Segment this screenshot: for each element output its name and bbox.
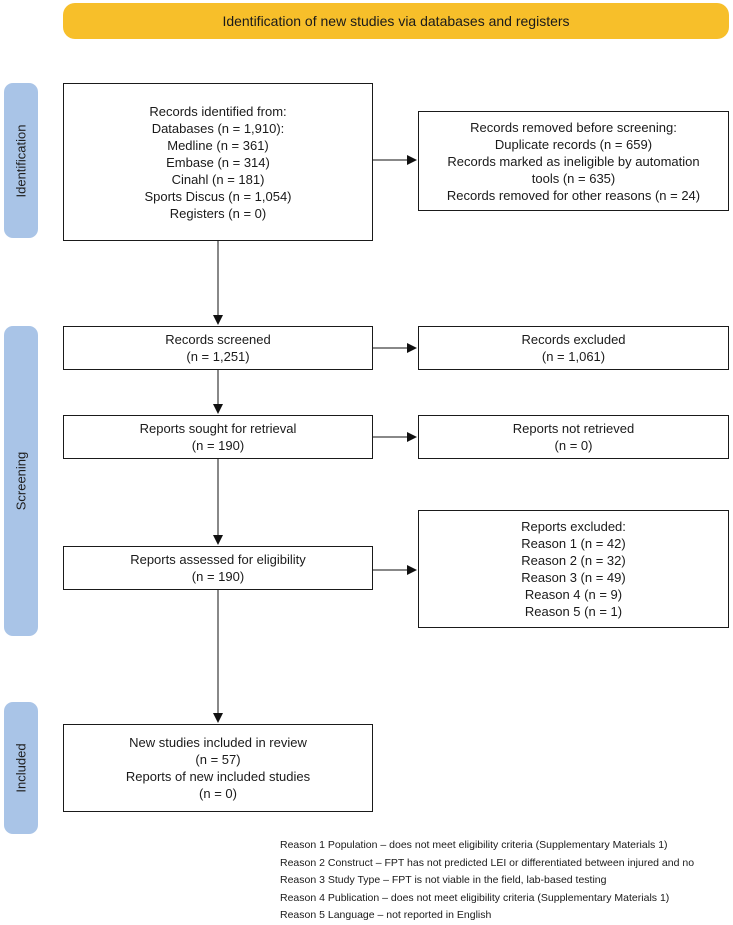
- studies-included-box: New studies included in review (n = 57) …: [63, 724, 373, 812]
- box-line: Reports sought for retrieval: [139, 421, 297, 436]
- reports-excluded-box: Reports excluded: Reason 1 (n = 42) Reas…: [418, 510, 729, 628]
- box-line: Cinahl (n = 181): [171, 171, 265, 187]
- box-line: Records screened: [165, 332, 271, 347]
- box-line: Duplicate records (n = 659): [494, 136, 653, 152]
- box-line: Reports of new included studies: [125, 769, 311, 784]
- reason-footnotes: Reason 1 Population – does not meet elig…: [280, 837, 733, 925]
- box-line: Records identified from:: [149, 103, 287, 119]
- records-excluded-box: Records excluded (n = 1,061): [418, 326, 729, 370]
- footnote-line: Reason 1 Population – does not meet elig…: [280, 839, 668, 851]
- records-removed-box: Records removed before screening: Duplic…: [418, 111, 729, 211]
- box-line: Registers (n = 0): [169, 205, 267, 221]
- box-line: Reason 1 (n = 42): [521, 536, 626, 551]
- box-line: Embase (n = 314): [166, 154, 270, 170]
- header-banner: Identification of new studies via databa…: [63, 3, 729, 39]
- phase-identification-tab: Identification: [4, 83, 38, 238]
- box-line: (n = 190): [191, 569, 245, 584]
- box-line: (n = 0): [554, 438, 593, 453]
- phase-screening-tab: Screening: [4, 326, 38, 636]
- footnote-line: Reason 2 Construct – FPT has not predict…: [280, 856, 695, 869]
- box-line: Records marked as ineligible by automati…: [447, 153, 700, 169]
- box-line: Reports not retrieved: [512, 421, 635, 436]
- box-line: Reason 3 (n = 49): [521, 570, 626, 585]
- box-line: tools (n = 635): [531, 170, 616, 186]
- records-identified-box: Records identified from: Databases (n = …: [63, 83, 373, 241]
- box-line: Sports Discus (n = 1,054): [144, 188, 292, 204]
- box-line: Databases (n = 1,910):: [151, 120, 285, 136]
- box-line: (n = 1,061): [541, 349, 606, 364]
- records-screened-box: Records screened (n = 1,251): [63, 326, 373, 370]
- box-line: Reason 2 (n = 32): [521, 553, 626, 568]
- box-line: (n = 57): [195, 752, 241, 767]
- footnote-line: Reason 4 Publication – does not meet eli…: [280, 891, 670, 904]
- box-line: New studies included in review: [129, 735, 307, 750]
- box-line: Reason 5 (n = 1): [524, 604, 623, 619]
- box-line: Medline (n = 361): [167, 137, 269, 153]
- footnote-line: Reason 5 Language – not reported in Engl…: [280, 909, 492, 921]
- box-line: Records excluded: [521, 332, 626, 347]
- box-line: Records removed before screening:: [470, 119, 677, 135]
- box-line: (n = 190): [191, 438, 245, 453]
- phase-included-tab: Included: [4, 702, 38, 834]
- box-line: (n = 1,251): [186, 349, 250, 364]
- box-line: (n = 0): [199, 786, 237, 801]
- reports-assessed-box: Reports assessed for eligibility (n = 19…: [63, 546, 373, 590]
- box-line: Reports assessed for eligibility: [130, 552, 306, 567]
- reports-not-retrieved-box: Reports not retrieved (n = 0): [418, 415, 729, 459]
- box-line: Reports excluded:: [521, 519, 626, 534]
- footnote-line: Reason 3 Study Type – FPT is not viable …: [280, 874, 607, 886]
- box-line: Records removed for other reasons (n = 2…: [446, 187, 701, 203]
- box-line: Reason 4 (n = 9): [524, 587, 623, 602]
- header-title: Identification of new studies via databa…: [222, 13, 570, 29]
- reports-sought-box: Reports sought for retrieval (n = 190): [63, 415, 373, 459]
